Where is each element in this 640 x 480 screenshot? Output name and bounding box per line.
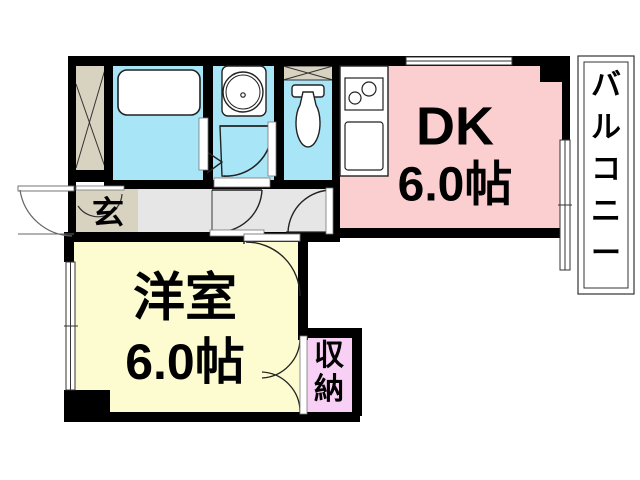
kitchen-unit xyxy=(339,65,389,177)
room-closet xyxy=(306,336,352,412)
room-bedroom xyxy=(72,240,300,414)
toilet-icon xyxy=(291,84,325,148)
closet-door[interactable] xyxy=(261,335,308,415)
corridor-door-2-jamb xyxy=(325,187,334,235)
wall-shoebox-right xyxy=(104,56,113,182)
balcony-label-5: ー xyxy=(591,237,621,270)
wall-shoebox-bottom xyxy=(68,170,108,182)
wall-closet-top xyxy=(298,328,362,338)
genkan-door[interactable] xyxy=(75,185,125,218)
entrance-door-swing xyxy=(19,189,73,237)
washbasin-icon xyxy=(221,65,267,117)
washroom-door-jamb xyxy=(267,121,277,177)
shoe-cabinet-x-1 xyxy=(75,83,107,171)
dk-balcony-window[interactable] xyxy=(558,139,572,271)
closet-door-swing-2 xyxy=(261,371,301,413)
wall-bedroom-right xyxy=(298,240,308,340)
wall-genkan-left xyxy=(68,182,76,238)
wall-toilet-kitchen xyxy=(332,66,340,234)
balcony-label-2: ル xyxy=(591,111,621,144)
bathtub-body xyxy=(117,69,201,116)
balcony-label-3: コ xyxy=(591,153,621,186)
washroom-threshold xyxy=(213,177,271,188)
genkan-area xyxy=(74,188,138,233)
bath-door-leaf xyxy=(198,117,209,171)
shoe-cabinet xyxy=(75,65,107,171)
corridor-fill xyxy=(138,188,336,233)
wall-left-upper xyxy=(68,56,76,182)
bathtub-icon xyxy=(117,69,201,116)
wall-closet-right xyxy=(352,328,362,416)
balcony-area xyxy=(577,55,635,295)
wall-corridor-bottom xyxy=(68,232,340,242)
genkan-door-head xyxy=(75,185,125,191)
closet-label-1: 収 xyxy=(314,339,345,372)
bedroom-door[interactable] xyxy=(243,233,301,297)
toilet-shelf-x-2 xyxy=(282,65,334,81)
stove-burner-2 xyxy=(361,81,377,97)
dk-size-label: 6.0帖 xyxy=(398,159,513,212)
shoe-cabinet-x-2 xyxy=(75,65,107,169)
genkan-door-swing xyxy=(77,193,123,218)
bedroom-size-label: 6.0帖 xyxy=(125,334,245,390)
bedroom-door-swing xyxy=(245,241,301,297)
bedroom-fill xyxy=(72,240,300,414)
washbasin-drain xyxy=(240,92,246,98)
balcony-inner xyxy=(583,61,629,289)
bedroom-door-head xyxy=(243,233,301,242)
wall-washroom-toilet xyxy=(274,66,284,181)
corridor-door-1[interactable] xyxy=(209,189,265,237)
balcony-label-4: ニ xyxy=(591,195,621,228)
closet-label-2: 納 xyxy=(314,373,344,406)
wall-top-left xyxy=(68,56,338,66)
wall-bedroom-bottom xyxy=(64,412,360,422)
entrance-door[interactable] xyxy=(17,185,75,237)
closet-door-jamb xyxy=(299,335,308,415)
corridor-door-2-swing xyxy=(287,189,333,233)
corridor xyxy=(138,188,336,233)
washbasin-bowl-inner xyxy=(225,74,261,110)
bedroom-label: 洋室 xyxy=(133,270,237,328)
washroom-door[interactable] xyxy=(213,121,277,188)
kitchen-sink-icon xyxy=(344,121,384,171)
genkan-label: 玄 xyxy=(92,194,124,230)
closet-fill xyxy=(306,336,352,412)
genkan-fill xyxy=(74,188,138,233)
balcony-label-1: バ xyxy=(591,69,621,102)
dk-label: DK xyxy=(416,96,494,156)
entrance-door-leaf xyxy=(17,185,75,192)
toilet-bowl xyxy=(295,91,321,148)
stove-burner-1 xyxy=(348,91,362,105)
corridor-door-2[interactable] xyxy=(286,187,334,235)
closet-door-swing-1 xyxy=(261,337,301,379)
bedroom-west-window[interactable] xyxy=(64,261,78,391)
toilet-shelf xyxy=(282,65,334,81)
wall-dk-bottom xyxy=(332,228,570,238)
wall-bedroom-left-top xyxy=(64,232,74,262)
corridor-door-1-threshold xyxy=(209,229,265,237)
dk-north-window[interactable] xyxy=(405,56,513,66)
